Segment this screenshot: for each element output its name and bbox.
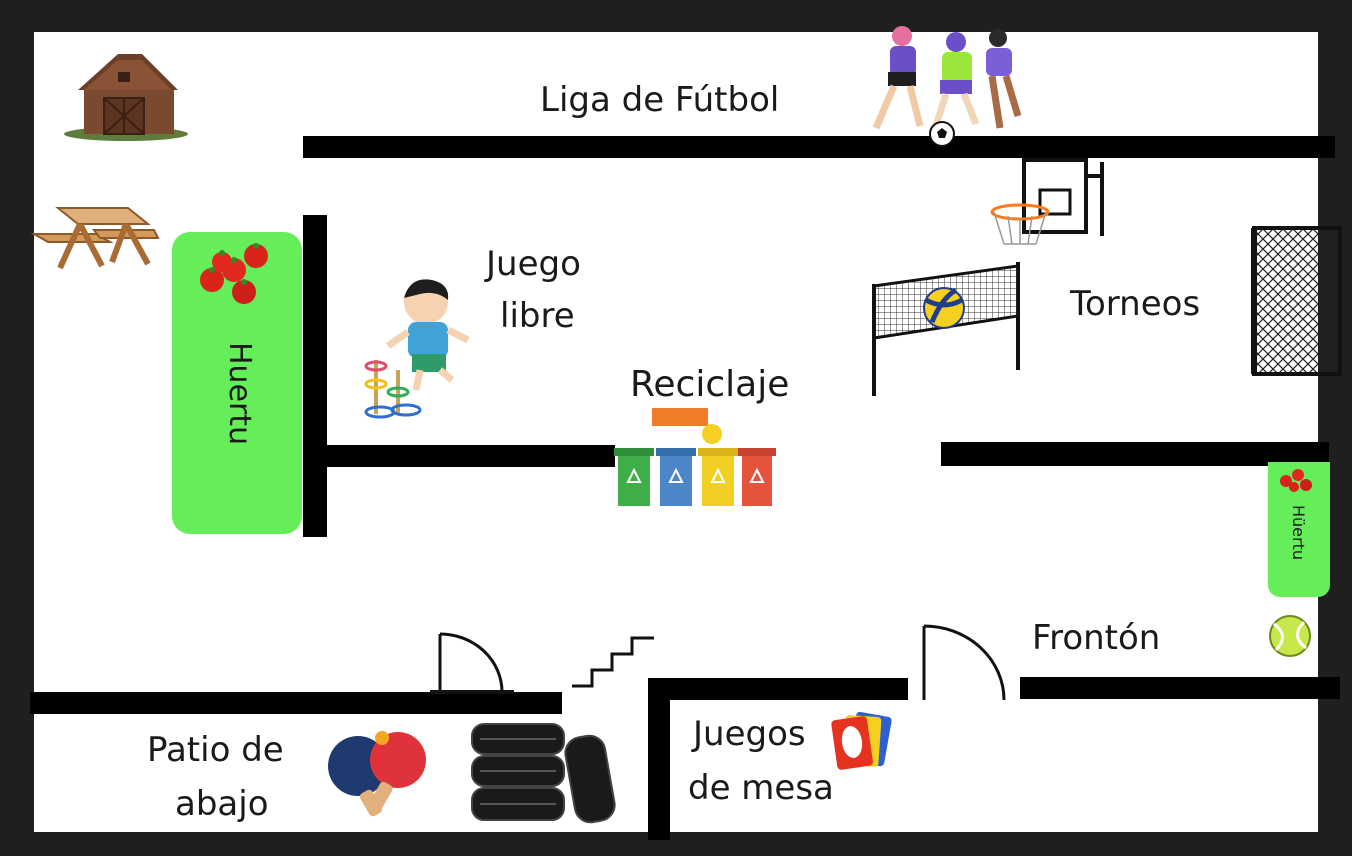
wall-middle-left [327,445,615,467]
door-fronton-icon [918,622,1010,702]
soccer-goal-icon [1248,224,1344,378]
ping-pong-paddles-icon [326,730,430,820]
wall-bottom-right [1020,677,1340,699]
wall-top [303,136,1335,158]
garden-small [1268,462,1330,597]
stairs-icon [570,626,656,690]
tennis-ball-icon [1268,614,1312,658]
recycling-bins-icon [612,404,778,510]
label-patio-1: Patio de [147,730,284,770]
volleyball-net-icon [866,258,1026,398]
soccer-players-icon [858,20,1028,150]
tires-icon [470,722,620,824]
picnic-table-icon [30,200,160,272]
tomatoes-small-icon [1278,463,1314,493]
barn-icon [62,50,190,142]
playing-cards-icon [830,710,896,772]
garden-main-label: Huertu [222,342,257,446]
label-fronton: Frontón [1032,618,1161,658]
label-juego-libre-1: Juego [486,244,581,284]
wall-left-vertical [303,215,327,537]
label-futbol: Liga de Fútbol [540,80,780,120]
label-juegos-mesa-1: Juegos [693,714,806,754]
label-juegos-mesa-2: de mesa [688,768,834,808]
label-patio-2: abajo [175,784,269,824]
garden-small-label: Hüertu [1289,505,1308,561]
wall-bottom-vertical [648,678,670,840]
tomatoes-icon [192,240,276,306]
door-icon [428,630,518,696]
label-reciclaje: Reciclaje [630,364,790,405]
child-ring-toss-icon [360,274,476,422]
label-torneos: Torneos [1070,284,1201,324]
wall-bottom-left [30,692,562,714]
basketball-hoop-icon [990,156,1108,248]
wall-bottom-mid [648,678,908,700]
wall-middle-right [941,442,1329,466]
label-juego-libre-2: libre [500,296,575,336]
